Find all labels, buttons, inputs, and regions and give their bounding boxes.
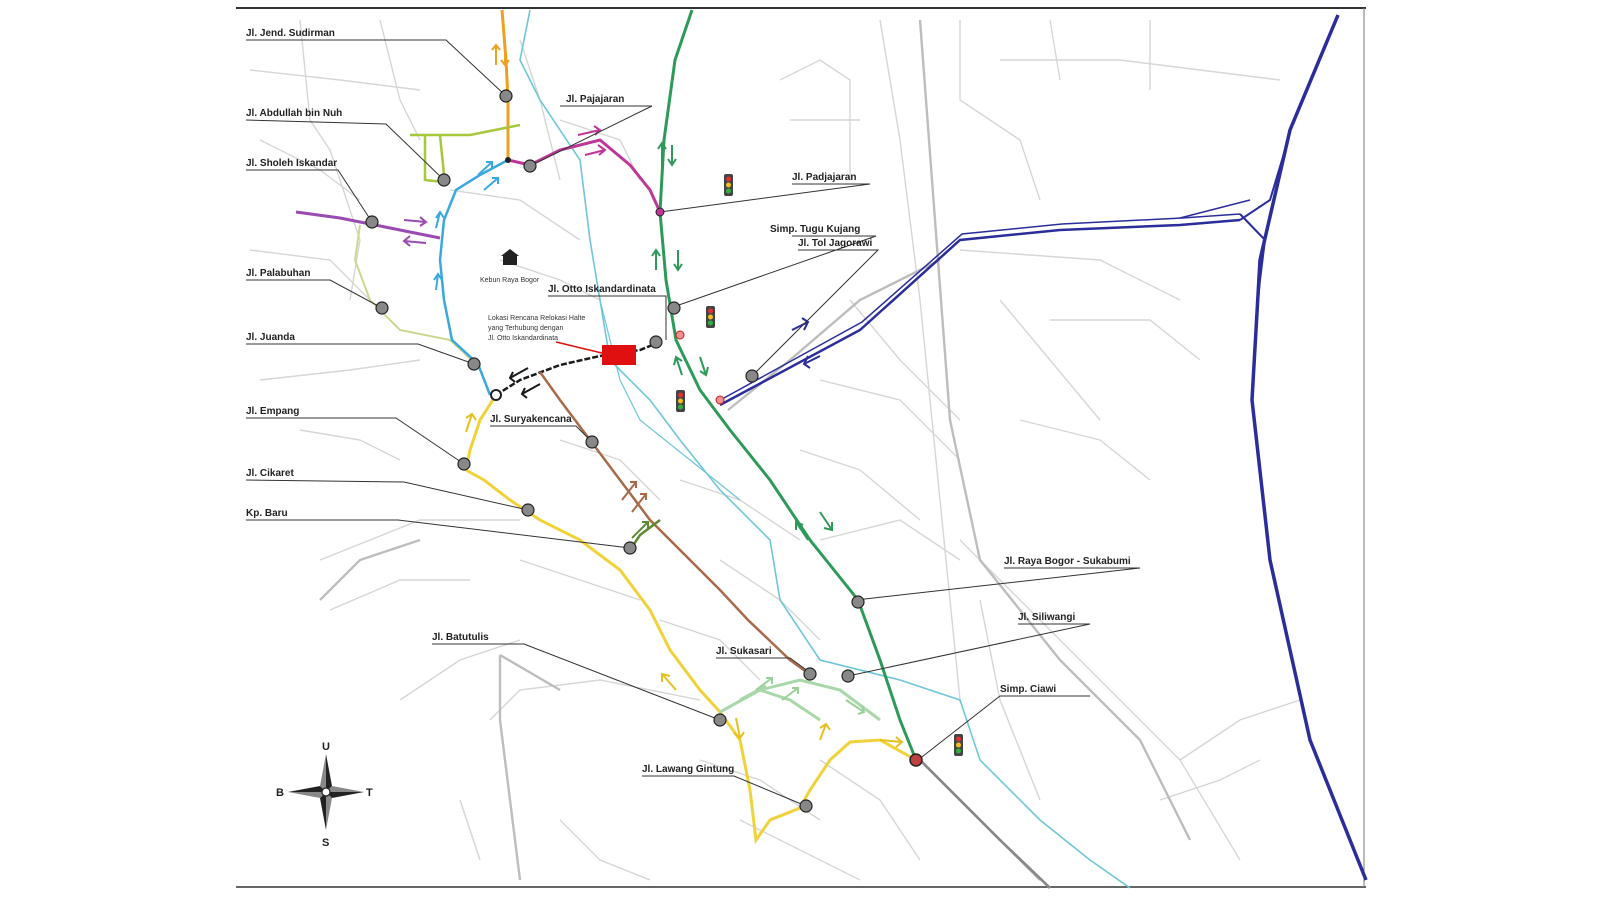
junction-node — [505, 157, 511, 163]
label-jl-l: Jl. Siliwangi — [1018, 612, 1075, 623]
label-jl-j: Jl. Empang — [246, 406, 299, 417]
route-black — [495, 340, 661, 397]
brown-arrows — [621, 481, 647, 513]
compass-rose-icon: U S T B — [276, 741, 373, 849]
route-brown — [538, 371, 813, 678]
compass-south: S — [322, 837, 329, 849]
leader-lines — [245, 39, 1141, 807]
junction-node — [365, 215, 379, 229]
label-jl-h: Jl. Tol Jagorawi — [798, 238, 872, 249]
junction-node — [715, 395, 725, 405]
junction-node — [909, 753, 923, 767]
label-jl-k: Jl. Suryakencana — [490, 414, 572, 425]
darkgreen-arrows — [631, 521, 649, 539]
label-jl-p: Jl. Lawang Gintung — [642, 764, 734, 775]
traffic-light-icon — [706, 306, 715, 328]
annotation-line2: yang Terhubung dengan — [488, 325, 563, 332]
route-sky — [438, 158, 509, 396]
road-network — [249, 19, 1301, 881]
map-border — [236, 8, 1366, 888]
junction-node — [623, 541, 637, 555]
label-jl-q: Jl. Sukasari — [716, 646, 772, 657]
junction-node — [799, 799, 813, 813]
compass-east: T — [366, 787, 373, 799]
route-lime-light — [353, 224, 477, 365]
toll-road-jagorawi — [719, 14, 1368, 881]
river-ciliwung — [519, 9, 1131, 889]
relocation-pointer — [555, 341, 607, 355]
junction-node — [803, 667, 817, 681]
label-jl-r: Jl. Cikaret — [246, 468, 294, 479]
label-jl-m: Kp. Baru — [246, 508, 288, 519]
building-icon — [501, 249, 519, 265]
route-green — [658, 9, 918, 761]
yellow-arrows — [465, 412, 904, 748]
label-jl-c: Jl. Sholeh Iskandar — [246, 158, 337, 169]
route-orange — [500, 9, 510, 160]
annotation-line1: Lokasi Rencana Relokasi Halte — [488, 315, 585, 322]
junction-nodes — [365, 89, 923, 813]
green-arrows — [651, 141, 833, 541]
traffic-light-icon — [676, 390, 685, 412]
orange-arrows — [491, 43, 510, 67]
label-jl-n: Jl. Raya Bogor - Sukabumi — [1004, 556, 1131, 567]
junction-node — [457, 457, 471, 471]
junction-node — [649, 335, 663, 349]
route-lightgreen — [719, 678, 881, 722]
compass-north: U — [322, 741, 330, 753]
lightgreen-arrows — [755, 677, 866, 715]
label-jl-u: Jl. Palabuhan — [246, 268, 310, 279]
label-jl-o: Jl. Batutulis — [432, 632, 489, 643]
junction-node — [521, 503, 535, 517]
route-yellow — [464, 394, 917, 845]
junction-node — [745, 369, 759, 383]
label-jl-e: Jl. Juanda — [246, 332, 295, 343]
label-jl-b: Jl. Abdullah bin Nuh — [246, 108, 342, 119]
label-jl-g: Simp. Tugu Kujang — [770, 224, 860, 235]
junction-node — [841, 669, 855, 683]
annotation-line3: Jl. Otto Iskandardinata — [488, 335, 558, 342]
junction-node — [467, 357, 481, 371]
label-jl-i: Jl. Otto Iskandardinata — [548, 284, 656, 295]
building-caption: Kebun Raya Bogor — [480, 277, 540, 284]
junction-node — [499, 89, 513, 103]
label-jl-f: Jl. Padjajaran — [792, 172, 856, 183]
traffic-light-icon — [724, 174, 733, 196]
junction-node — [713, 713, 727, 727]
label-jl-t: Simp. Ciawi — [1000, 684, 1056, 695]
junction-node — [490, 389, 502, 401]
label-jl-a: Jl. Jend. Sudirman — [246, 28, 335, 39]
road-to-ciawi — [919, 759, 1051, 889]
junction-node — [851, 595, 865, 609]
junction-node — [667, 301, 681, 315]
traffic-light-icon — [954, 734, 963, 756]
black-arrows — [508, 367, 541, 399]
junction-node — [675, 330, 685, 340]
junction-node — [437, 173, 451, 187]
sky-arrows — [433, 161, 499, 291]
compass-west: B — [276, 787, 284, 799]
relocation-marker[interactable] — [602, 345, 636, 365]
junction-node — [375, 301, 389, 315]
junction-node — [585, 435, 599, 449]
junction-node — [655, 207, 665, 217]
junction-node — [523, 159, 537, 173]
purple-arrows — [402, 216, 428, 247]
label-jl-d: Jl. Pajajaran — [566, 94, 624, 105]
